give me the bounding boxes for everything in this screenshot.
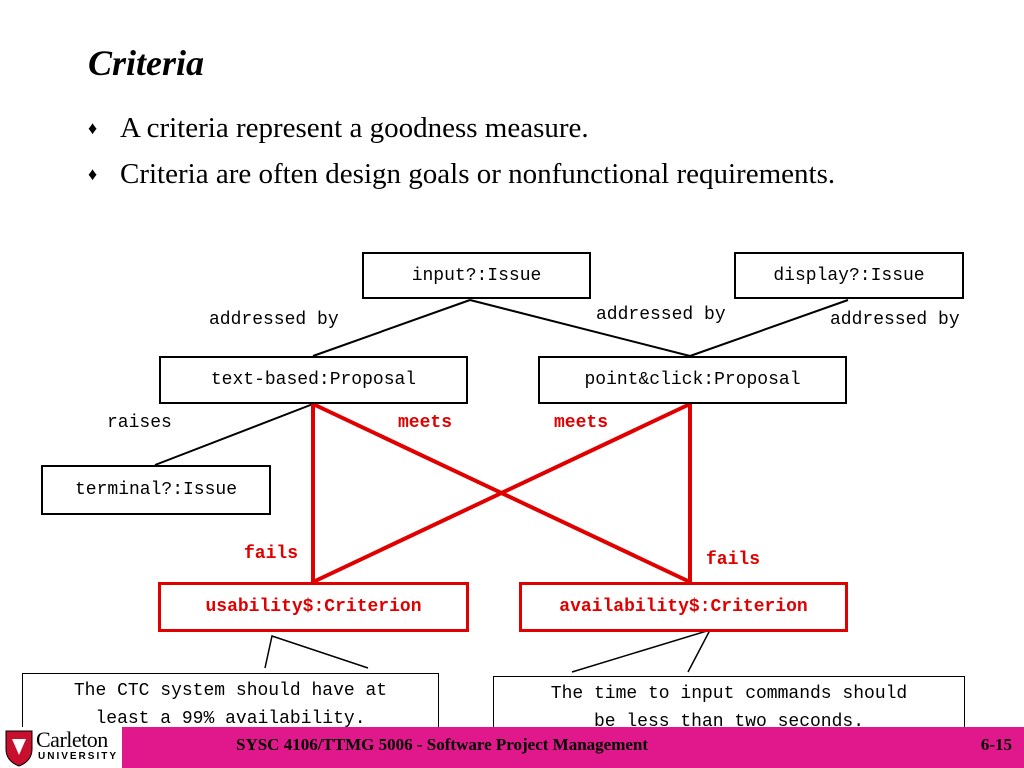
- slide-title: Criteria: [88, 43, 205, 83]
- label-raises: raises: [107, 413, 172, 433]
- diamond-bullet-icon: ♦: [88, 164, 98, 184]
- diagram-connectors: [154, 299, 849, 673]
- node-point-click-proposal: point&click:Proposal: [538, 356, 847, 404]
- note-line: least a 99% availability.: [95, 709, 366, 729]
- logo-subtitle: UNIVERSITY: [38, 751, 119, 762]
- note-line: The CTC system should have at: [73, 681, 388, 701]
- diamond-bullet-icon: ♦: [88, 118, 98, 138]
- node-display-issue: display?:Issue: [734, 252, 964, 299]
- edge-point-usability: [312, 402, 691, 584]
- page-number: 6-15: [980, 735, 1012, 754]
- node-terminal-issue: terminal?:Issue: [41, 465, 271, 515]
- edge-display-point: [689, 299, 849, 357]
- node-input-issue: input?:Issue: [362, 252, 591, 299]
- label-addressed-by: addressed by: [830, 310, 960, 330]
- bullet-list: ♦ A criteria represent a goodness measure…: [88, 110, 848, 202]
- bullet-item: ♦ A criteria represent a goodness measure…: [88, 110, 848, 146]
- edge-text-terminal: [154, 403, 314, 466]
- callout-pointer-left: [264, 635, 369, 669]
- bullet-text: Criteria are often design goals or nonfu…: [120, 158, 836, 190]
- crest-icon: [5, 730, 33, 767]
- note-line: The time to input commands should: [550, 684, 908, 704]
- bullet-text: A criteria represent a goodness measure.: [120, 112, 589, 144]
- carleton-logo: [0, 727, 122, 768]
- label-addressed-by: addressed by: [209, 310, 339, 330]
- node-availability-criterion: availability$:Criterion: [519, 582, 848, 632]
- footer-course: SYSC 4106/TTMG 5006 - Software Project M…: [236, 735, 649, 754]
- logo-name: Carleton: [36, 727, 108, 752]
- footer-bar: [122, 727, 1024, 768]
- edge-input-point: [469, 299, 691, 357]
- label-addressed-by: addressed by: [596, 305, 726, 325]
- node-usability-criterion: usability$:Criterion: [158, 582, 469, 632]
- bullet-item: ♦ Criteria are often design goals or nonf…: [88, 156, 848, 192]
- label-fails: fails: [706, 550, 761, 570]
- label-meets: meets: [554, 413, 609, 433]
- label-meets: meets: [398, 413, 453, 433]
- note-availability: The CTC system should have at least a 99…: [22, 673, 439, 735]
- edge-input-text: [312, 299, 471, 357]
- label-fails: fails: [244, 544, 299, 564]
- callout-pointer-right: [571, 628, 712, 673]
- node-text-based-proposal: text-based:Proposal: [159, 356, 468, 404]
